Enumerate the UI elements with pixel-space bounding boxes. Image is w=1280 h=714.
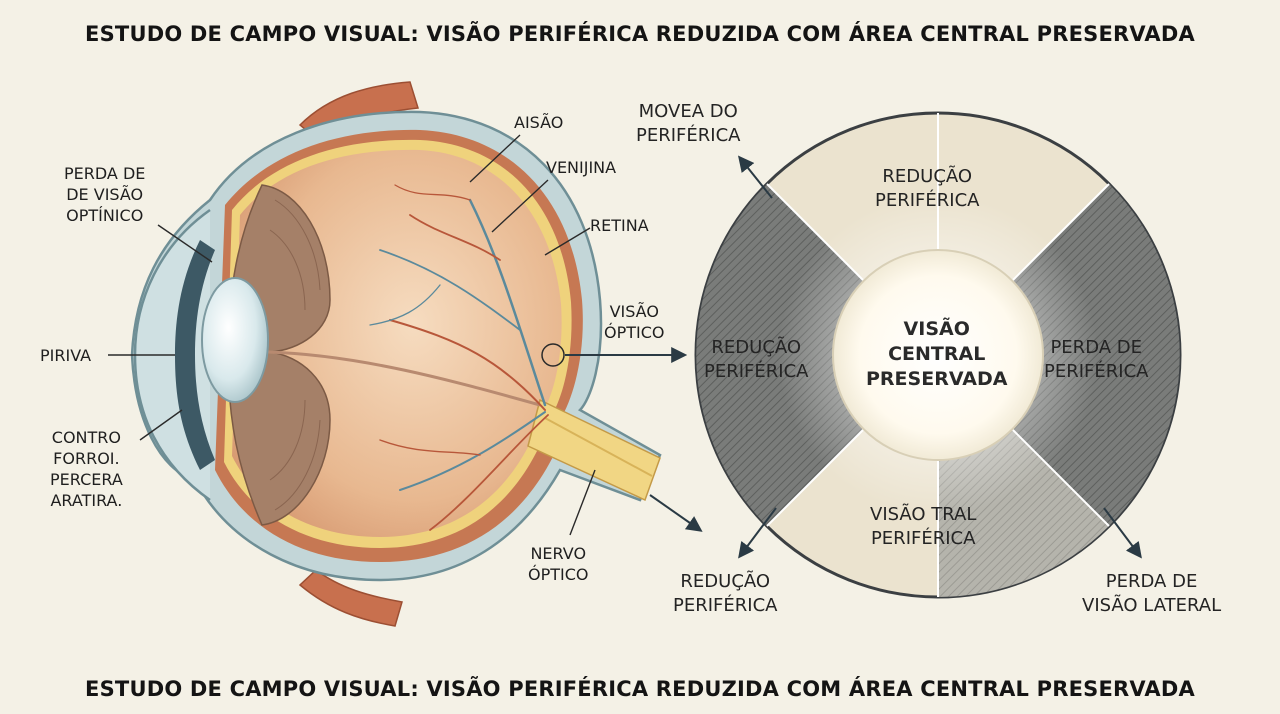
label-field-top: REDUÇÃO PERIFÉRICA (875, 166, 980, 211)
label-visao-optico: VISÃO ÓPTICO (604, 302, 665, 342)
label-field-left: REDUÇÃO PERIFÉRICA (704, 337, 809, 382)
arrow-bottom-left (738, 507, 777, 559)
blood-vessels (369, 184, 549, 531)
eye-leader-lines (108, 134, 596, 536)
field-center (832, 249, 1044, 461)
field-dividers (766, 113, 1110, 597)
label-perda-optinico: PERDA DE DE VISÃO OPTÍNICO (64, 164, 146, 225)
macula-marker (541, 343, 565, 367)
label-venijina: VENIJINA (546, 158, 617, 177)
label-piriva: PIRIVA (40, 346, 92, 365)
eye-illustration (130, 81, 662, 627)
label-nervo-optico: NERVO ÓPTICO (528, 544, 589, 584)
lower-muscle (298, 569, 403, 627)
hyaloid-canal (267, 350, 541, 407)
label-movea: MOVEA DO PERIFÉRICA (636, 101, 741, 146)
arrow-bottom-right (1103, 507, 1142, 559)
optic-nerve-fiber (544, 417, 653, 477)
label-field-center: VISÃO CENTRAL PRESERVADA (866, 318, 1008, 390)
label-field-bottom: VISÃO TRAL PERIFÉRICA (870, 504, 977, 549)
page-title: ESTUDO DE CAMPO VISUAL: VISÃO PERIFÉRICA… (85, 22, 1195, 46)
arrow-nerve-to-field (649, 494, 703, 532)
label-bottom-right-out: PERDA DE VISÃO LATERAL (1082, 571, 1222, 616)
ciliary-folds (269, 199, 321, 511)
visual-field-diagram (694, 111, 1182, 599)
label-contro: CONTRO FORROI. PERCERA ARATIRA. (50, 428, 123, 510)
label-field-right: PERDA DE PERIFÉRICA (1044, 337, 1149, 382)
arrow-movea (738, 155, 773, 199)
lens (201, 277, 269, 403)
iris (175, 240, 215, 470)
page-footer-title: ESTUDO DE CAMPO VISUAL: VISÃO PERIFÉRICA… (85, 677, 1195, 701)
label-aisao: AISÃO (514, 113, 564, 132)
label-retina: RETINA (590, 216, 649, 235)
label-bottom-left-out: REDUÇÃO PERIFÉRICA (673, 571, 778, 616)
